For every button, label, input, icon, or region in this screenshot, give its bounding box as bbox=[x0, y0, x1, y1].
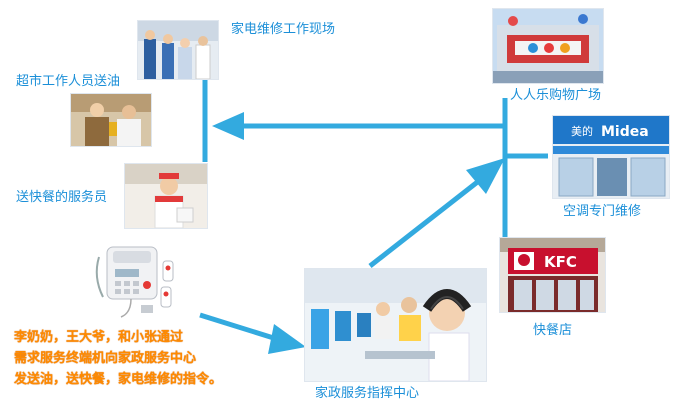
ac-repair-photo: 美的 Midea bbox=[552, 115, 670, 199]
supermarket-staff-photo bbox=[70, 93, 152, 147]
instruction-note-line-2: 需求服务终端机向家政服务中心 bbox=[14, 351, 197, 366]
command-center-label: 家政服务指挥中心 bbox=[315, 386, 420, 401]
kfc-sign: KFC bbox=[544, 253, 577, 271]
arrowhead-left bbox=[212, 112, 244, 140]
midea-sign-cn: 美的 bbox=[571, 124, 593, 138]
terminal-to-center-arrow-shaft bbox=[199, 312, 281, 343]
center-to-right-arrow-shaft bbox=[368, 178, 482, 268]
repair-site-photo bbox=[137, 20, 219, 80]
instruction-note: 李奶奶，王大爷，和小张通过 需求服务终端机向家政服务中心 发送油，送快餐，家电维… bbox=[14, 327, 314, 390]
fastfood-shop-label: 快餐店 bbox=[533, 323, 573, 338]
shopping-plaza-photo bbox=[492, 8, 604, 84]
arrowhead-down-right bbox=[268, 324, 306, 354]
repair-site-label: 家电维修工作现场 bbox=[231, 22, 336, 37]
command-center-photo bbox=[304, 268, 487, 382]
fastfood-staff-photo bbox=[124, 163, 208, 229]
fastfood-staff-label: 送快餐的服务员 bbox=[16, 190, 108, 205]
arrowhead-up-right bbox=[466, 158, 505, 194]
ac-repair-label: 空调专门维修 bbox=[563, 204, 642, 219]
midea-sign-en: Midea bbox=[601, 124, 649, 140]
service-terminal-photo bbox=[90, 240, 188, 320]
shopping-plaza-label: 人人乐购物广场 bbox=[510, 88, 602, 103]
instruction-note-line-3: 发送油，送快餐，家电维修的指令。 bbox=[14, 372, 223, 387]
instruction-note-line-1: 李奶奶，王大爷，和小张通过 bbox=[14, 330, 184, 345]
supermarket-staff-label: 超市工作人员送油 bbox=[16, 74, 121, 89]
fastfood-shop-photo: KFC bbox=[499, 237, 606, 313]
